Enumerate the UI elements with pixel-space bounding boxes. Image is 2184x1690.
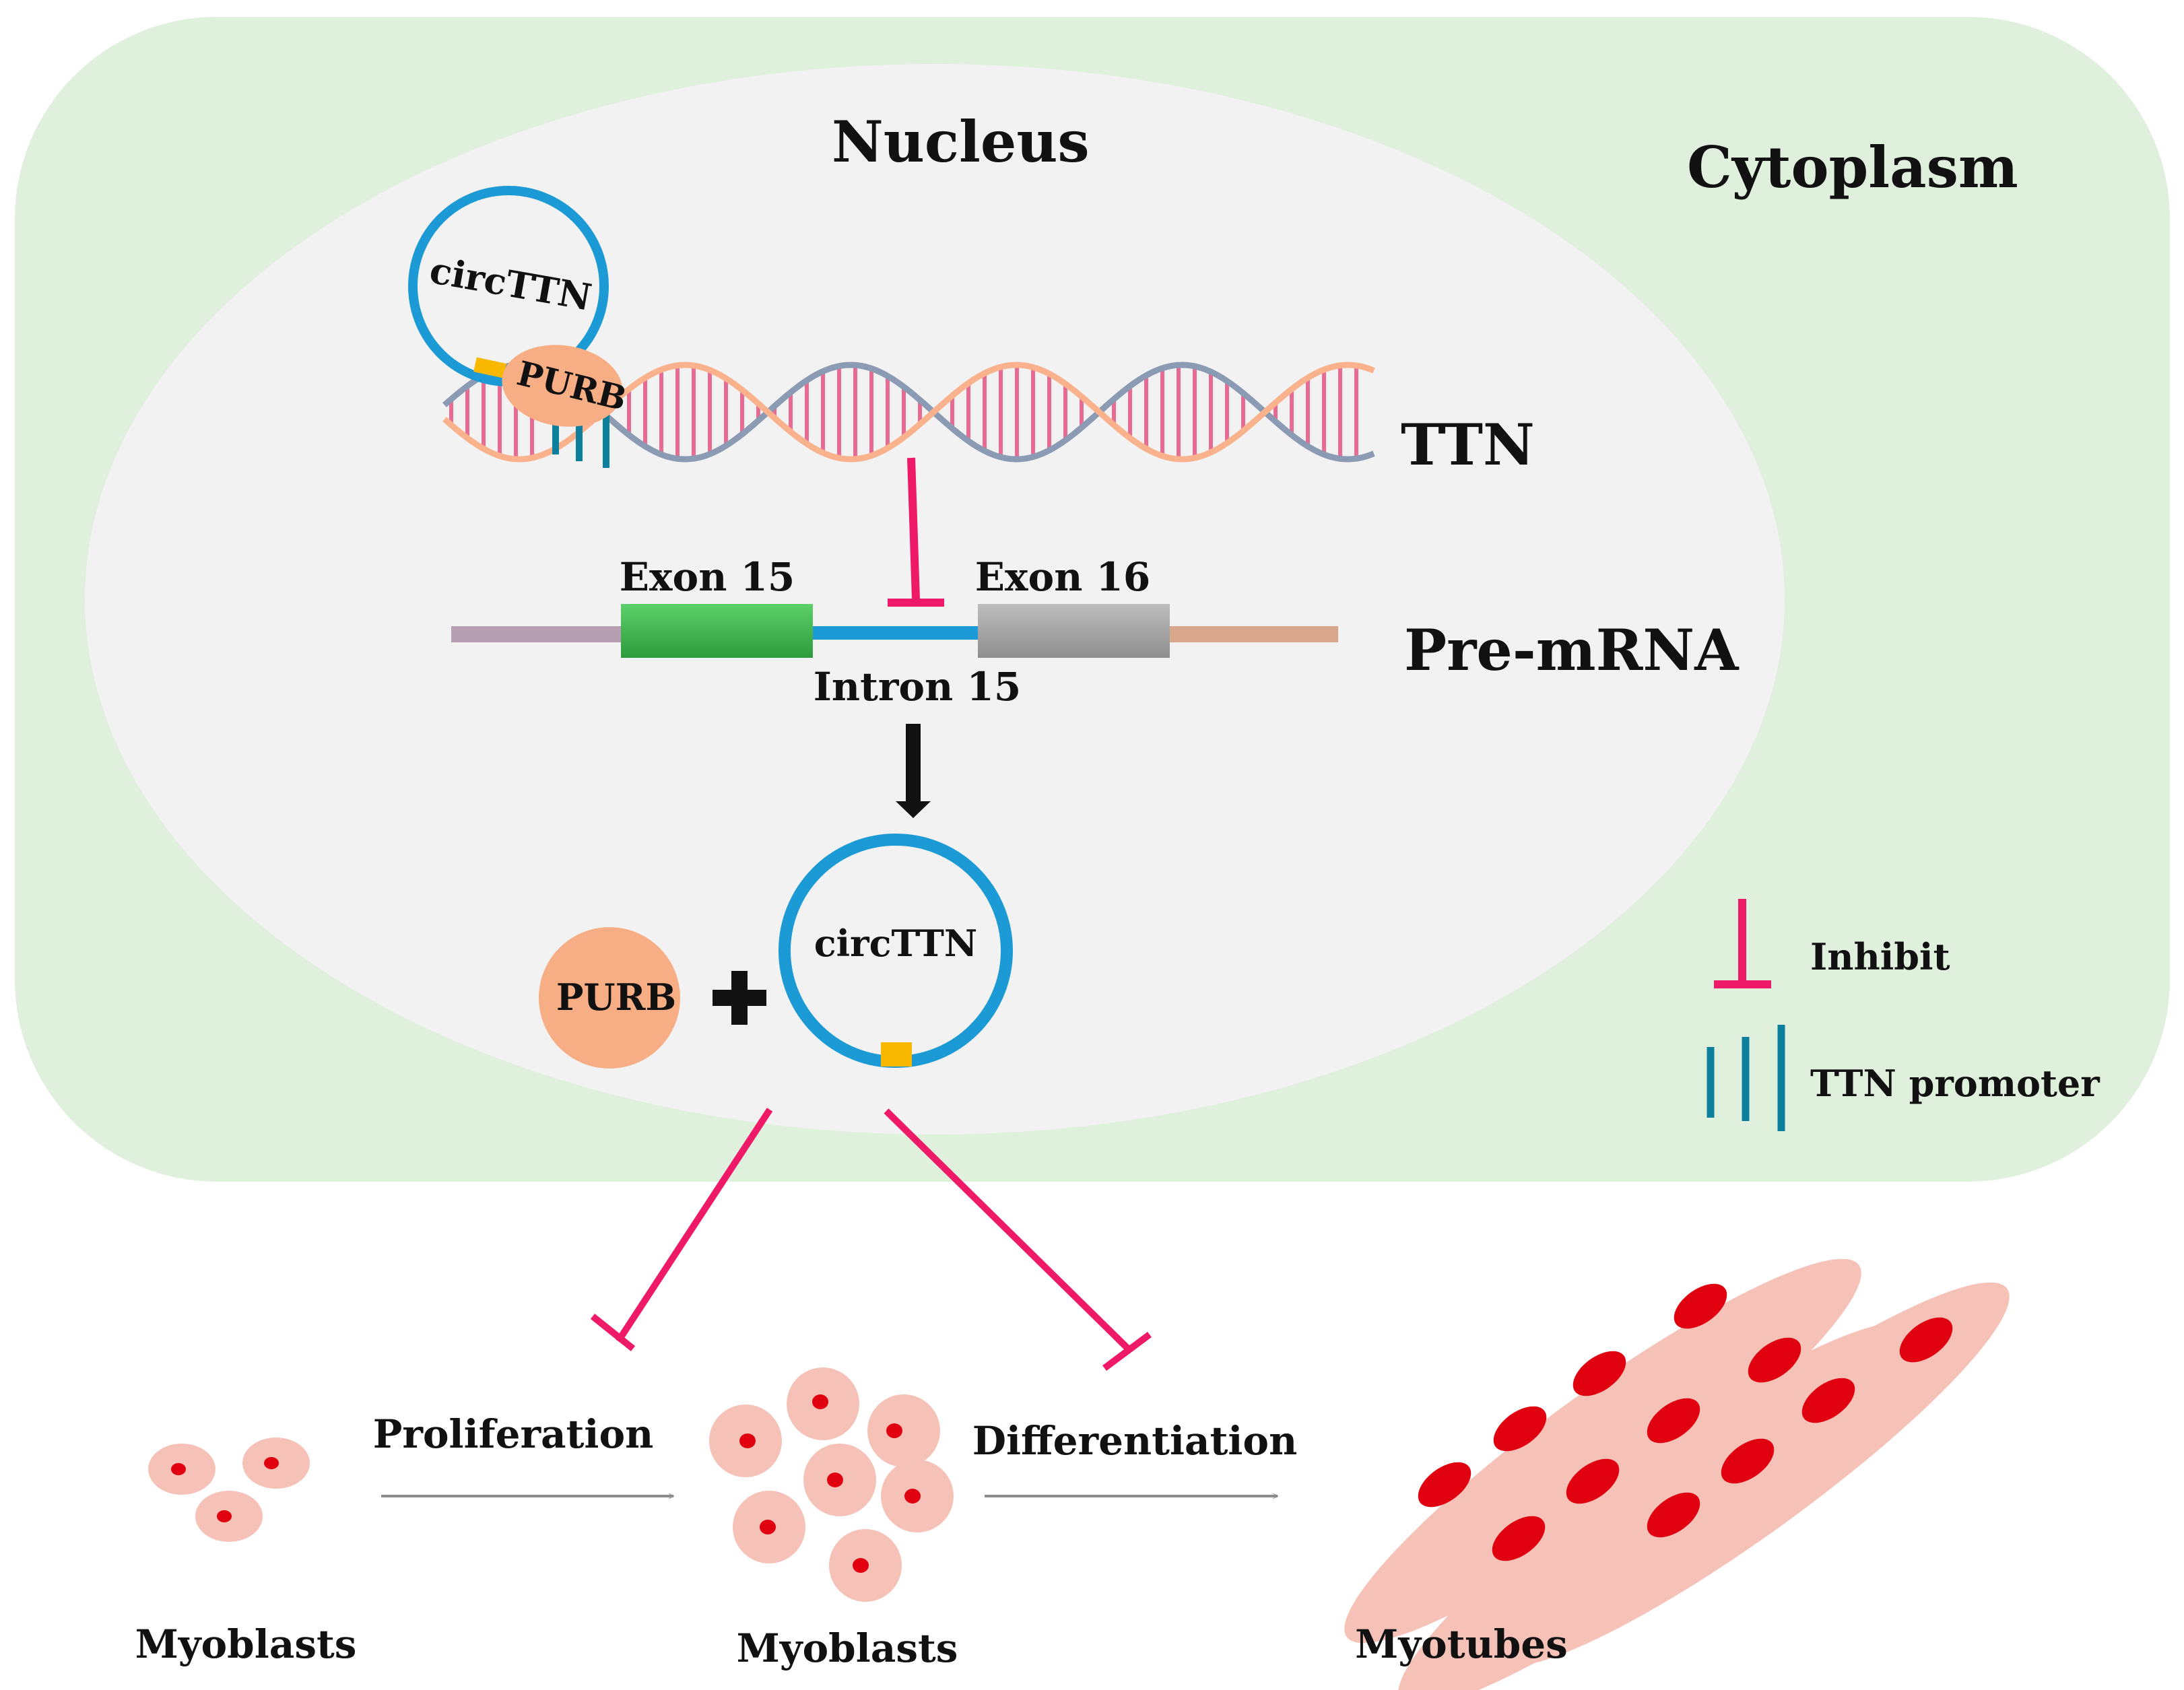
- legend-inhibit-icon: [1714, 899, 1771, 988]
- differentiation-label: Differentiation: [972, 1418, 1298, 1464]
- inhibit-proliferation-arrow: [590, 1108, 773, 1351]
- pre-mrna: [451, 604, 1338, 658]
- ttn-gene-label: TTN: [1401, 411, 1535, 478]
- exon-15-block: [621, 604, 813, 658]
- myoblasts-proliferated-cluster: [709, 1367, 954, 1602]
- nucleus-label: Nucleus: [832, 108, 1090, 175]
- myoblasts-small-cluster: [148, 1438, 310, 1542]
- myotubes-label: Myotubes: [1355, 1621, 1568, 1667]
- cytoplasm-label: Cytoplasm: [1687, 134, 2018, 201]
- plus-sign: [713, 971, 766, 1025]
- pre-mrna-left-flank: [451, 626, 626, 642]
- myoblasts-middle-label: Myoblasts: [737, 1625, 958, 1671]
- circttn-free-label: circTTN: [814, 922, 978, 965]
- dna-rungs: [449, 365, 1358, 459]
- exon-16-label: Exon 16: [975, 554, 1151, 600]
- proliferation-label: Proliferation: [373, 1411, 654, 1457]
- myotubes-cluster: [1344, 1258, 2010, 1690]
- myoblasts-left-label: Myoblasts: [135, 1621, 357, 1667]
- intron-15-segment: [813, 626, 978, 640]
- circttn-bound-binding-site: [473, 357, 506, 378]
- exon-15-label: Exon 15: [620, 554, 795, 600]
- pre-mrna-label: Pre-mRNA: [1404, 617, 1740, 683]
- purb-free: [539, 927, 680, 1069]
- inhibit-transcription-arrow: [888, 457, 944, 607]
- exon-16-block: [978, 604, 1170, 658]
- purb-bound: [502, 345, 623, 427]
- circttn-free-binding-site: [881, 1042, 912, 1067]
- legend-ttn-promoter-icon: [1707, 1025, 1785, 1131]
- pre-mrna-right-flank: [1170, 626, 1338, 642]
- legend-ttn-promoter-label: TTN promoter: [1810, 1062, 2100, 1105]
- legend-inhibit-label: Inhibit: [1810, 935, 1950, 978]
- purb-free-label: PURB: [556, 976, 676, 1019]
- legend: Inhibit TTN promoter: [1707, 899, 2100, 1131]
- back-splicing-arrow: [896, 724, 931, 818]
- intron-15-label: Intron 15: [814, 664, 1021, 710]
- inhibit-differentiation-arrow: [884, 1108, 1152, 1372]
